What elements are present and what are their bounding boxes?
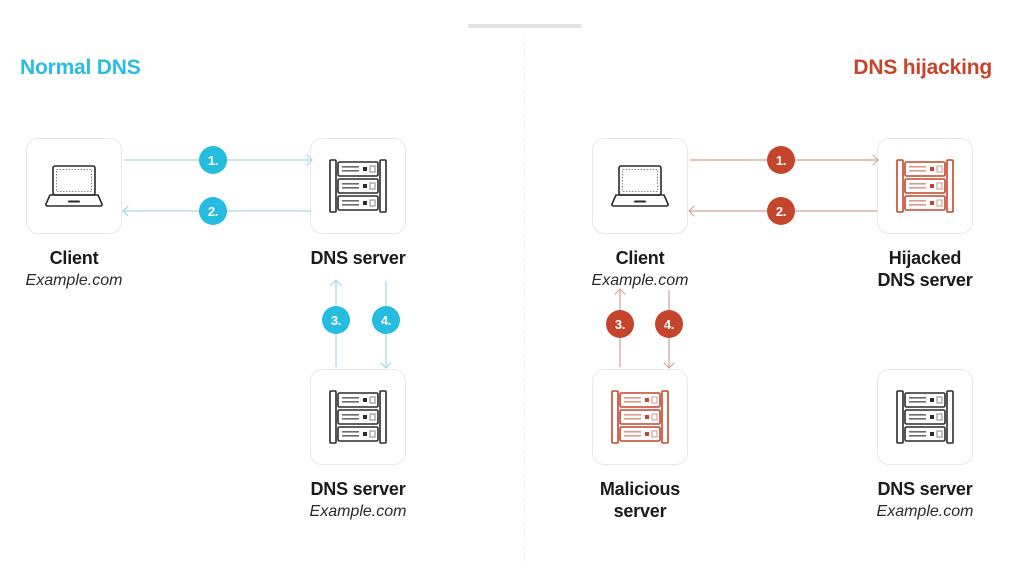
server-rack-icon — [609, 388, 671, 446]
right-hijacked-dns-node[interactable] — [877, 138, 973, 234]
arrowhead-right-icon — [301, 153, 313, 166]
server-rack-icon — [327, 157, 389, 215]
right-hijacked-dns-name-line2: DNS server — [877, 269, 973, 290]
center-vertical-divider — [524, 36, 525, 564]
server-rack-icon — [327, 388, 389, 446]
laptop-icon — [43, 162, 105, 210]
arrowhead-left-icon — [688, 204, 700, 217]
right-dns-bottom-sub: Example.com — [876, 502, 974, 520]
right-hijacked-dns-name-line1: Hijacked — [888, 248, 962, 268]
server-rack-icon — [894, 157, 956, 215]
right-dns-bottom-node[interactable] — [877, 369, 973, 465]
arrowhead-up-icon — [330, 279, 342, 291]
arrowhead-left-icon — [122, 204, 134, 217]
left-step-badge-3: 3. — [322, 306, 350, 334]
right-step-badge-1: 1. — [767, 146, 795, 174]
right-malicious-name-line2: server — [613, 500, 667, 521]
right-section-title: DNS hijacking — [853, 56, 992, 79]
right-client-name: Client — [615, 248, 665, 268]
right-step-badge-3: 3. — [606, 310, 634, 338]
laptop-icon — [609, 162, 671, 210]
left-client-label: Client Example.com — [0, 248, 174, 290]
left-step-badge-2: 2. — [199, 197, 227, 225]
arrowhead-down-icon — [663, 357, 675, 369]
left-client-name: Client — [49, 248, 99, 268]
right-malicious-name-line1: Malicious — [599, 479, 681, 499]
left-client-node[interactable] — [26, 138, 122, 234]
arrowhead-up-icon — [614, 288, 626, 300]
right-client-sub: Example.com — [591, 271, 689, 289]
left-step-badge-1: 1. — [199, 146, 227, 174]
right-client-node[interactable] — [592, 138, 688, 234]
left-step-badge-4: 4. — [372, 306, 400, 334]
left-dns-top-name: DNS server — [310, 248, 406, 268]
right-malicious-server-node[interactable] — [592, 369, 688, 465]
top-divider-bar — [468, 24, 582, 28]
left-dns-bottom-name: DNS server — [310, 479, 406, 499]
server-rack-icon — [894, 388, 956, 446]
right-dns-bottom-name: DNS server — [877, 479, 973, 499]
right-hijacked-dns-label: Hijacked DNS server — [825, 248, 1024, 292]
right-step-badge-4: 4. — [655, 310, 683, 338]
left-dns-top-node[interactable] — [310, 138, 406, 234]
left-dns-bottom-node[interactable] — [310, 369, 406, 465]
arrowhead-down-icon — [380, 357, 392, 369]
left-client-sub: Example.com — [25, 271, 123, 289]
right-dns-bottom-label: DNS server Example.com — [825, 479, 1024, 521]
left-dns-bottom-sub: Example.com — [309, 502, 407, 520]
left-dns-top-label: DNS server — [258, 248, 458, 270]
right-step-badge-2: 2. — [767, 197, 795, 225]
left-dns-bottom-label: DNS server Example.com — [258, 479, 458, 521]
left-section-title: Normal DNS — [20, 56, 141, 79]
arrowhead-right-icon — [867, 153, 879, 166]
right-client-label: Client Example.com — [540, 248, 740, 290]
right-malicious-server-label: Malicious server — [540, 479, 740, 523]
